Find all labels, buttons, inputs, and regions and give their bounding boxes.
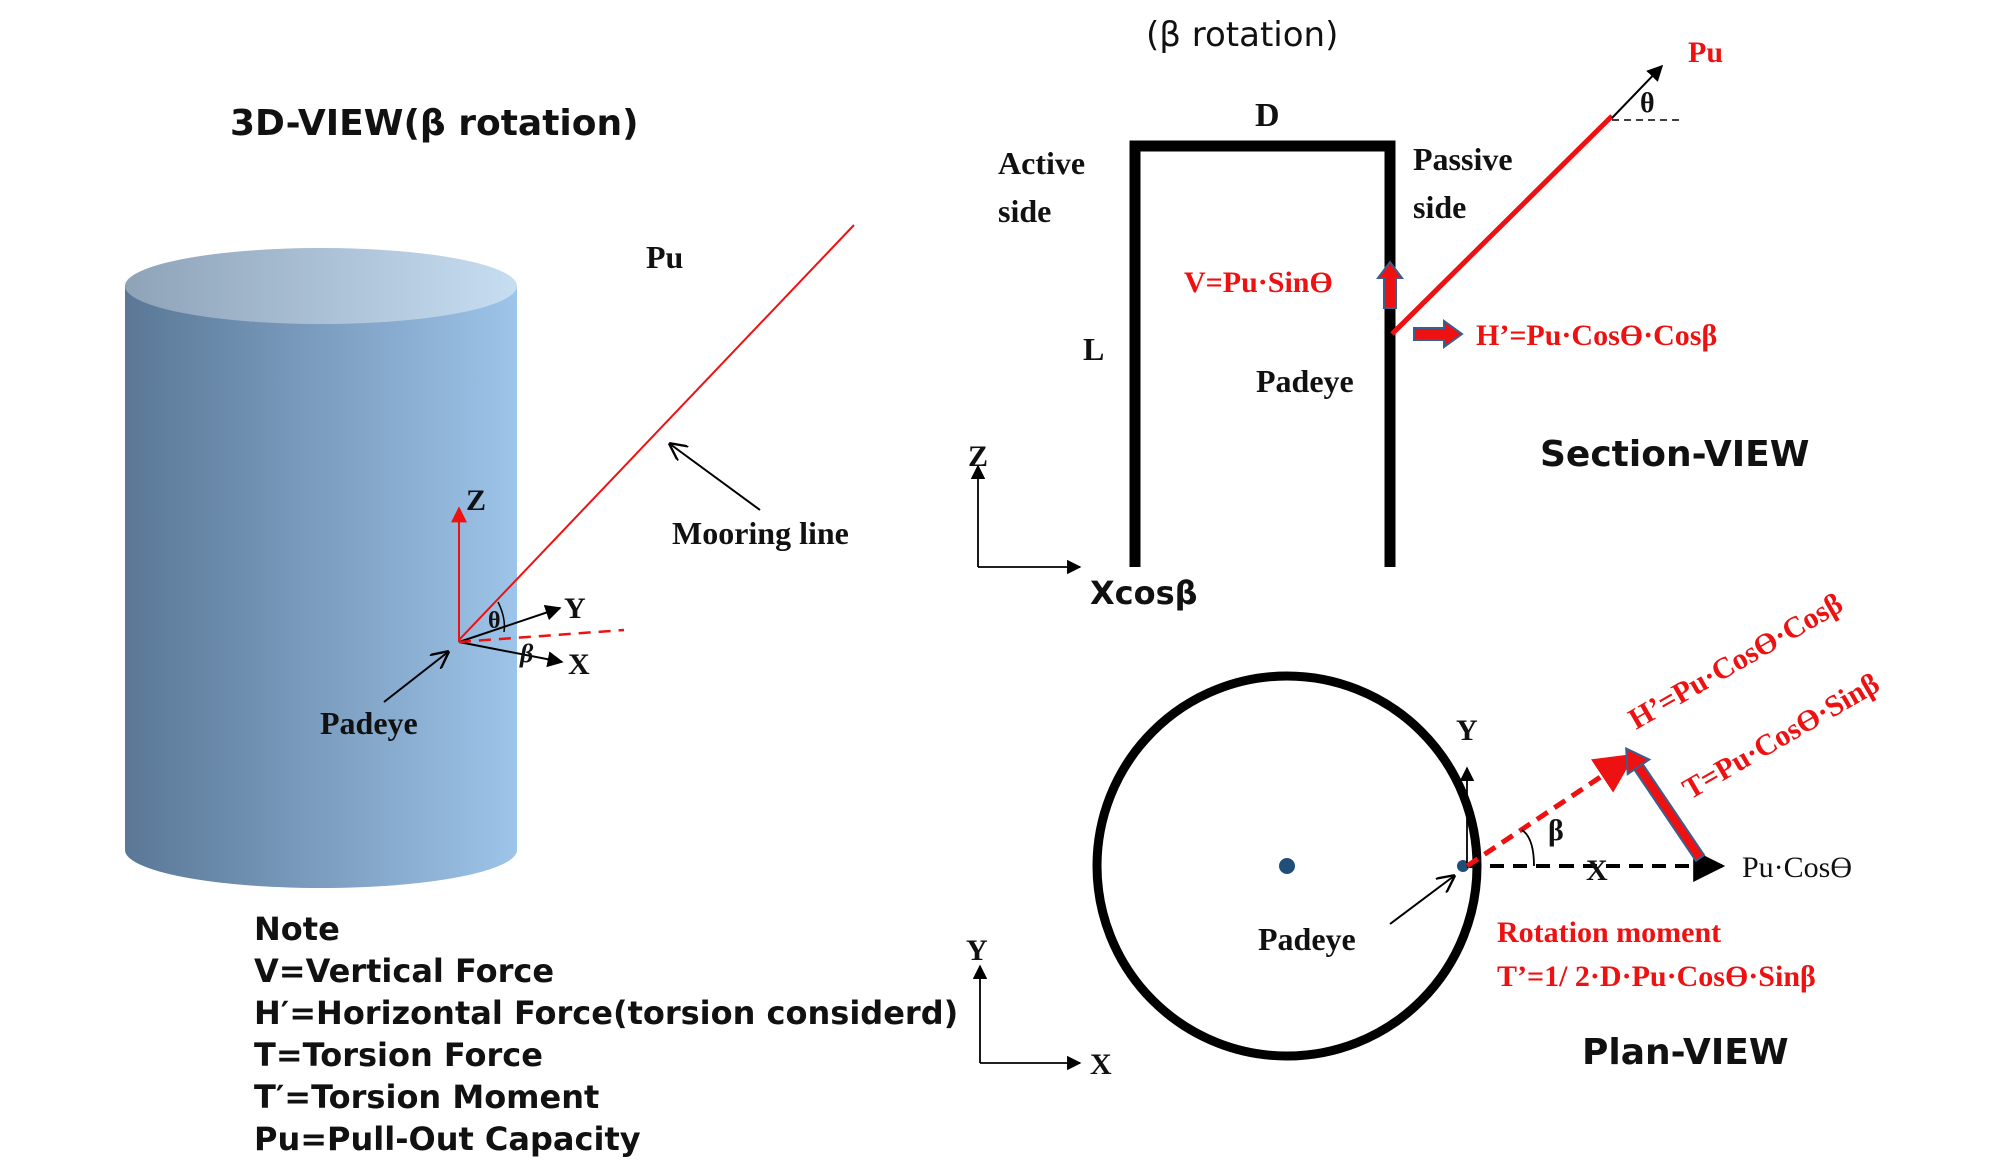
rotation-moment-equation: T’=1/ 2·D·Pu·Cosϴ·Sinβ (1497, 960, 1816, 993)
theta-arc (497, 601, 506, 633)
plan-center-dot (1279, 858, 1295, 874)
section-padeye: Padeye (1256, 363, 1354, 399)
view3d-title: 3D-VIEW(β rotation) (230, 103, 639, 144)
section-view-label: Section-VIEW (1540, 434, 1809, 475)
passive-side-2: side (1413, 189, 1466, 225)
x-axis-arrow (458, 641, 564, 668)
active-side-2: side (998, 193, 1051, 229)
h-equation: H’=Pu·Cosϴ·Cosβ (1476, 319, 1717, 352)
x-axis-label: X (568, 648, 590, 681)
section-title-top: (β rotation) (1146, 15, 1338, 55)
section-l-label: L (1083, 331, 1104, 367)
section-d-label: D (1255, 97, 1280, 134)
plan-y-label: Y (1456, 714, 1478, 747)
mooring-line-label: Mooring line (672, 515, 849, 551)
cylinder (125, 248, 517, 888)
note-heading: Note (254, 910, 340, 948)
section-pu-line (1390, 114, 1614, 336)
v-equation: V=Pu·Sinϴ (1184, 266, 1333, 299)
plan-t-force-arrow (1625, 746, 1706, 863)
y-axis-label: Y (564, 592, 586, 625)
plan-beta: β (1548, 814, 1564, 847)
plan-padeye: Padeye (1258, 921, 1356, 957)
caisson-section (1129, 140, 1396, 567)
plan-axis-x-label: X (1090, 1048, 1112, 1081)
plan-x-label: X (1586, 854, 1608, 887)
z-axis-label: Z (466, 484, 486, 517)
mooring-line (458, 224, 855, 641)
note-legend: Note V=Vertical Force H′=Horizontal Forc… (254, 908, 958, 1160)
padeye-pointer-3d (383, 652, 448, 703)
plan-padeye-pointer (1389, 876, 1454, 925)
cylinder-bottom (125, 812, 517, 888)
view3d-padeye: Padeye (320, 705, 418, 741)
note-line: V=Vertical Force (254, 952, 555, 990)
cylinder-top (125, 248, 517, 324)
projection-dashed-line (458, 628, 625, 644)
plan-pucos-label: Pu·Cosϴ (1742, 851, 1852, 884)
view3d-pu-label: Pu (646, 239, 683, 275)
active-side-1: Active (998, 145, 1085, 181)
plan-padeye-dot (1457, 860, 1469, 872)
plan-beta-arc (1521, 829, 1535, 867)
section-xcos-label: Xcosβ (1090, 574, 1198, 612)
plan-axis-y-label: Y (966, 934, 988, 967)
note-line: H′=Horizontal Force(torsion considerd) (254, 994, 959, 1032)
plan-view-label: Plan-VIEW (1582, 1032, 1789, 1073)
note-line: Pu=Pull-Out Capacity (254, 1120, 641, 1158)
plan-h-arrow-dashed (1465, 753, 1636, 869)
passive-side-1: Passive (1413, 141, 1513, 177)
note-line: T′=Torsion Moment (254, 1078, 600, 1116)
v-force-arrow (1376, 260, 1404, 309)
rotation-moment-title: Rotation moment (1497, 916, 1721, 949)
view3d-theta: θ (488, 608, 501, 634)
view3d-beta: β (519, 639, 534, 668)
section-theta: θ (1640, 88, 1655, 119)
cylinder-body (125, 286, 517, 850)
section-theta-arrow (1611, 64, 1664, 119)
section-pu-label: Pu (1688, 36, 1723, 69)
note-line: T=Torsion Force (254, 1036, 543, 1074)
section-z-label: Z (968, 440, 988, 473)
mooring-pointer-arrow (670, 444, 761, 511)
y-axis-arrow (458, 605, 562, 643)
h-force-arrow (1413, 319, 1464, 349)
